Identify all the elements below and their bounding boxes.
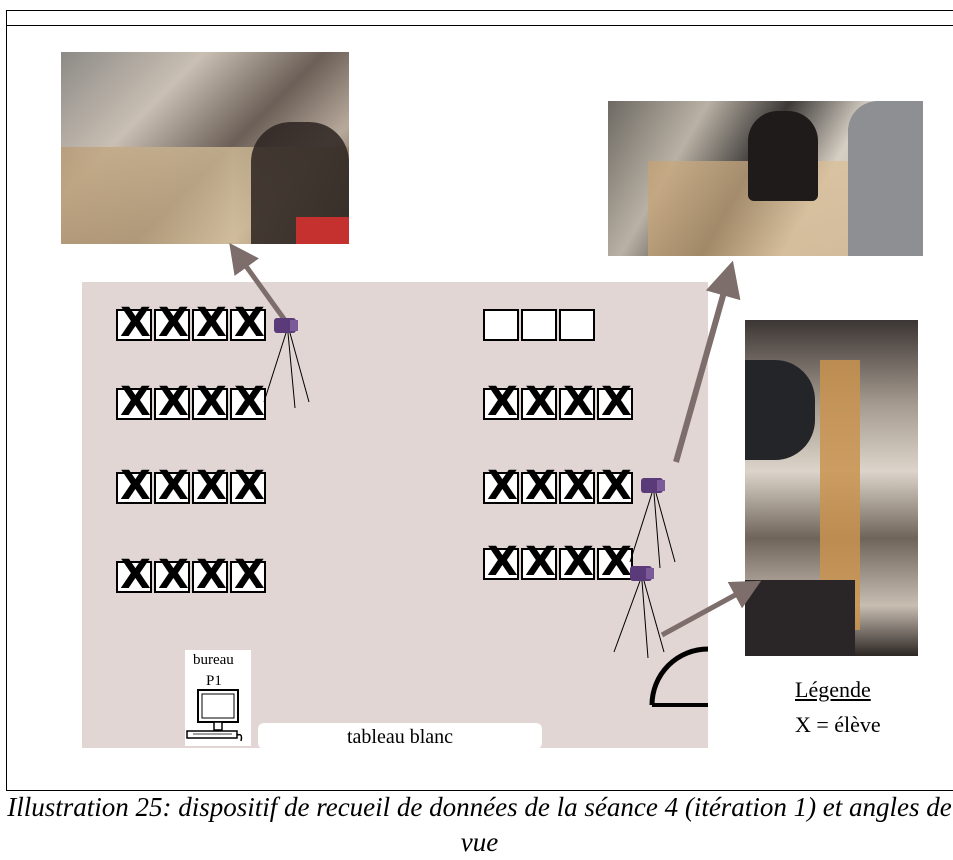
desk-right-row3-seat4: X [597,466,633,506]
student-mark: X [563,463,594,509]
student-mark: X [158,463,189,509]
desk-right-row1-seat2 [521,309,557,341]
desk-left-row1-seat1: X [116,303,152,343]
frame-top-line [6,10,953,11]
desk-left-row3-seat4: X [230,466,266,506]
student-mark: X [525,379,556,425]
student-mark: X [487,539,518,585]
desk-right-row3-seat3: X [559,466,595,506]
desk-left-row4-seat3: X [192,555,228,595]
student-mark: X [487,463,518,509]
student-mark: X [196,300,227,346]
student-mark: X [196,463,227,509]
legend-title: Légende [795,677,871,702]
desk-right-row1-seat1 [483,309,519,341]
desk-left-row4-seat4: X [230,555,266,595]
student-mark: X [196,379,227,425]
desk-right-row4-seat4: X [597,542,633,582]
desk-left-row1-seat2: X [154,303,190,343]
student-mark: X [563,379,594,425]
desk-right-row2-seat2: X [521,382,557,422]
figure-caption: Illustration 25: dispositif de recueil d… [7,792,952,857]
desk-right-row2-seat4: X [597,382,633,422]
student-mark: X [120,300,151,346]
desk-left-row2-seat3: X [192,382,228,422]
student-mark: X [234,463,265,509]
student-mark: X [601,463,632,509]
student-mark: X [120,379,151,425]
student-mark: X [601,379,632,425]
desk-left-row2-seat2: X [154,382,190,422]
office-label: bureau [193,652,234,668]
student-mark: X [563,539,594,585]
student-mark: X [120,552,151,598]
student-mark: X [120,463,151,509]
desk-right-row3-seat1: X [483,466,519,506]
desk-left-row1-seat3: X [192,303,228,343]
student-mark: X [525,463,556,509]
desk-left-row2-seat1: X [116,382,152,422]
student-mark: X [158,300,189,346]
photo-view-left-camera [61,52,349,244]
desk-left-row3-seat2: X [154,466,190,506]
desk-right-row4-seat1: X [483,542,519,582]
desk-right-row1-seat3 [559,309,595,341]
photo-view-right-camera [608,101,923,256]
student-mark: X [601,539,632,585]
student-mark: X [196,552,227,598]
student-mark: X [234,379,265,425]
desk-left-row4-seat1: X [116,555,152,595]
student-mark: X [158,552,189,598]
student-mark: X [525,539,556,585]
desk-right-row2-seat1: X [483,382,519,422]
student-mark: X [234,300,265,346]
whiteboard: tableau blanc [258,723,542,749]
frame-left-line [6,10,7,790]
desk-left-row2-seat4: X [230,382,266,422]
frame-bottom-line [6,790,953,791]
desk-right-row4-seat3: X [559,542,595,582]
desk-left-row1-seat4: X [230,303,266,343]
student-mark: X [158,379,189,425]
student-mark: X [487,379,518,425]
desk-right-row2-seat3: X [559,382,595,422]
student-mark: X [234,552,265,598]
photo-view-front-camera [745,320,918,656]
frame-header-line [6,25,953,26]
desk-left-row3-seat1: X [116,466,152,506]
desk-right-row3-seat2: X [521,466,557,506]
teacher-label: P1 [206,673,222,689]
classroom-floor [82,282,708,748]
desk-left-row3-seat3: X [192,466,228,506]
whiteboard-label: tableau blanc [346,726,454,748]
desk-left-row4-seat2: X [154,555,190,595]
desk-right-row4-seat2: X [521,542,557,582]
legend-item: X = élève [795,712,881,737]
